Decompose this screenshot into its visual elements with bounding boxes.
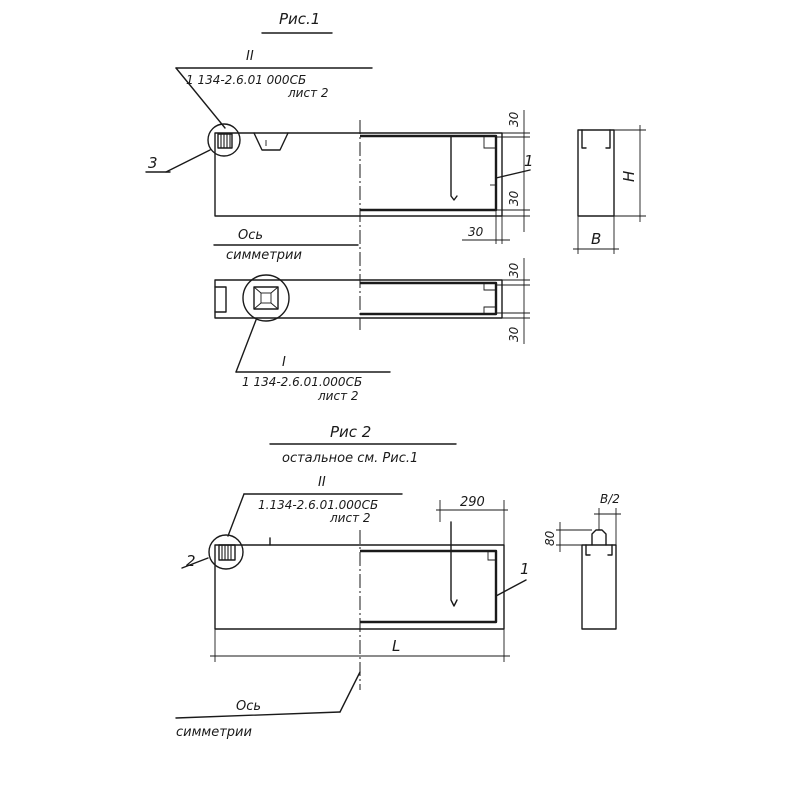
fig1-detail-circle-3 [207,123,241,157]
fig2-callout-sheet: лист 2 [329,511,371,525]
fig1-title: Рис.1 [279,10,320,28]
fig1-callout-top-leader [175,67,226,129]
fig2-marker-1-leader [495,579,527,597]
fig2-rebar-cage [360,549,498,624]
fig1-dim-30-c: 30 [468,225,484,239]
fig1-marker-3: 3 [148,154,158,172]
side-detail [581,129,587,149]
fig2-dim-80: 80 [543,530,557,546]
plan-detail-line [270,286,279,294]
plan-end-detail [214,286,227,313]
fig1-callout-bottom-numeral: I [282,355,286,370]
fig1-rebar-cage [360,134,498,212]
plan-detail-square [253,286,279,310]
fig1-detail-circle-1 [242,274,290,322]
fig2-callout-ref: 1.134-2.6.01.000СБ [258,498,378,512]
fig2-title: Рис 2 [330,423,371,441]
fig1-dim-30-d: 30 [507,262,521,278]
fig2-detail-circle-2 [208,534,244,570]
fig2-axis-label2: симметрии [176,725,252,740]
fig2-subtitle: остальное см. Рис.1 [282,451,418,466]
side-detail [607,544,613,556]
fig1-plan-block [214,279,503,319]
fig2-side-view [581,544,617,630]
fig1-dim-30-e: 30 [507,326,521,342]
fig2-callout-numeral: II [318,475,326,490]
fig1-notch [253,132,289,151]
fig2-dim-b2: B/2 [600,492,620,506]
plan-detail-line [270,302,279,310]
fig2-callout-leader [227,493,245,537]
fig1-side-b: B [591,230,601,248]
side-detail [585,544,591,556]
plan-rebar-corner [483,283,496,291]
plan-detail-inner [260,292,272,304]
fig1-callout-top-sheet: лист 2 [287,86,329,100]
fig2-dim-290: 290 [460,495,485,510]
fig2-marker-1: 1 [520,560,530,578]
fig1-dim-30-b: 30 [507,190,521,206]
fig1-plan-rebar [360,281,498,316]
plan-detail-line [253,302,262,310]
fig1-main-block [214,132,503,217]
fig1-side-h: H [620,171,638,182]
fig2-axis-label: Ось [236,699,261,714]
fig2-marker-2-leader [181,557,209,569]
fig2-dim-L: L [392,637,400,655]
fig1-detail-square [217,133,233,149]
fig1-marker-3-leader [165,149,211,173]
fig2-lifting-loop [450,521,458,607]
fig1-callout-top-numeral: II [246,49,254,64]
fig1-marker-1: 1 [524,152,534,170]
fig2-axis-leader [339,671,361,713]
fig2-detail-square [218,544,236,561]
fig1-marker-1-leader [495,169,531,179]
fig2-rebar-corner [487,551,496,561]
fig1-side-view [577,129,615,217]
fig1-callout-bottom-ref: 1 134-2.6.01.000СБ [242,375,362,389]
fig2-side-loop [591,529,607,546]
fig2-marker-2: 2 [186,552,196,570]
fig1-rebar-corner [483,136,496,149]
fig1-dim-30-a: 30 [507,111,521,127]
fig2-axis-shelf [175,711,341,719]
fig1-callout-top-ref: 1 134-2.6.01 000СБ [186,73,306,87]
side-detail [605,129,611,149]
fig1-lifting-loop [450,135,458,201]
fig1-callout-bottom-leader [235,319,257,373]
fig1-axis-label: Ось [238,228,263,243]
plan-rebar-corner [483,306,496,314]
plan-detail-line [253,286,262,294]
fig1-callout-bottom-sheet: лист 2 [317,389,359,403]
fig1-axis-label2: симметрии [226,248,302,263]
